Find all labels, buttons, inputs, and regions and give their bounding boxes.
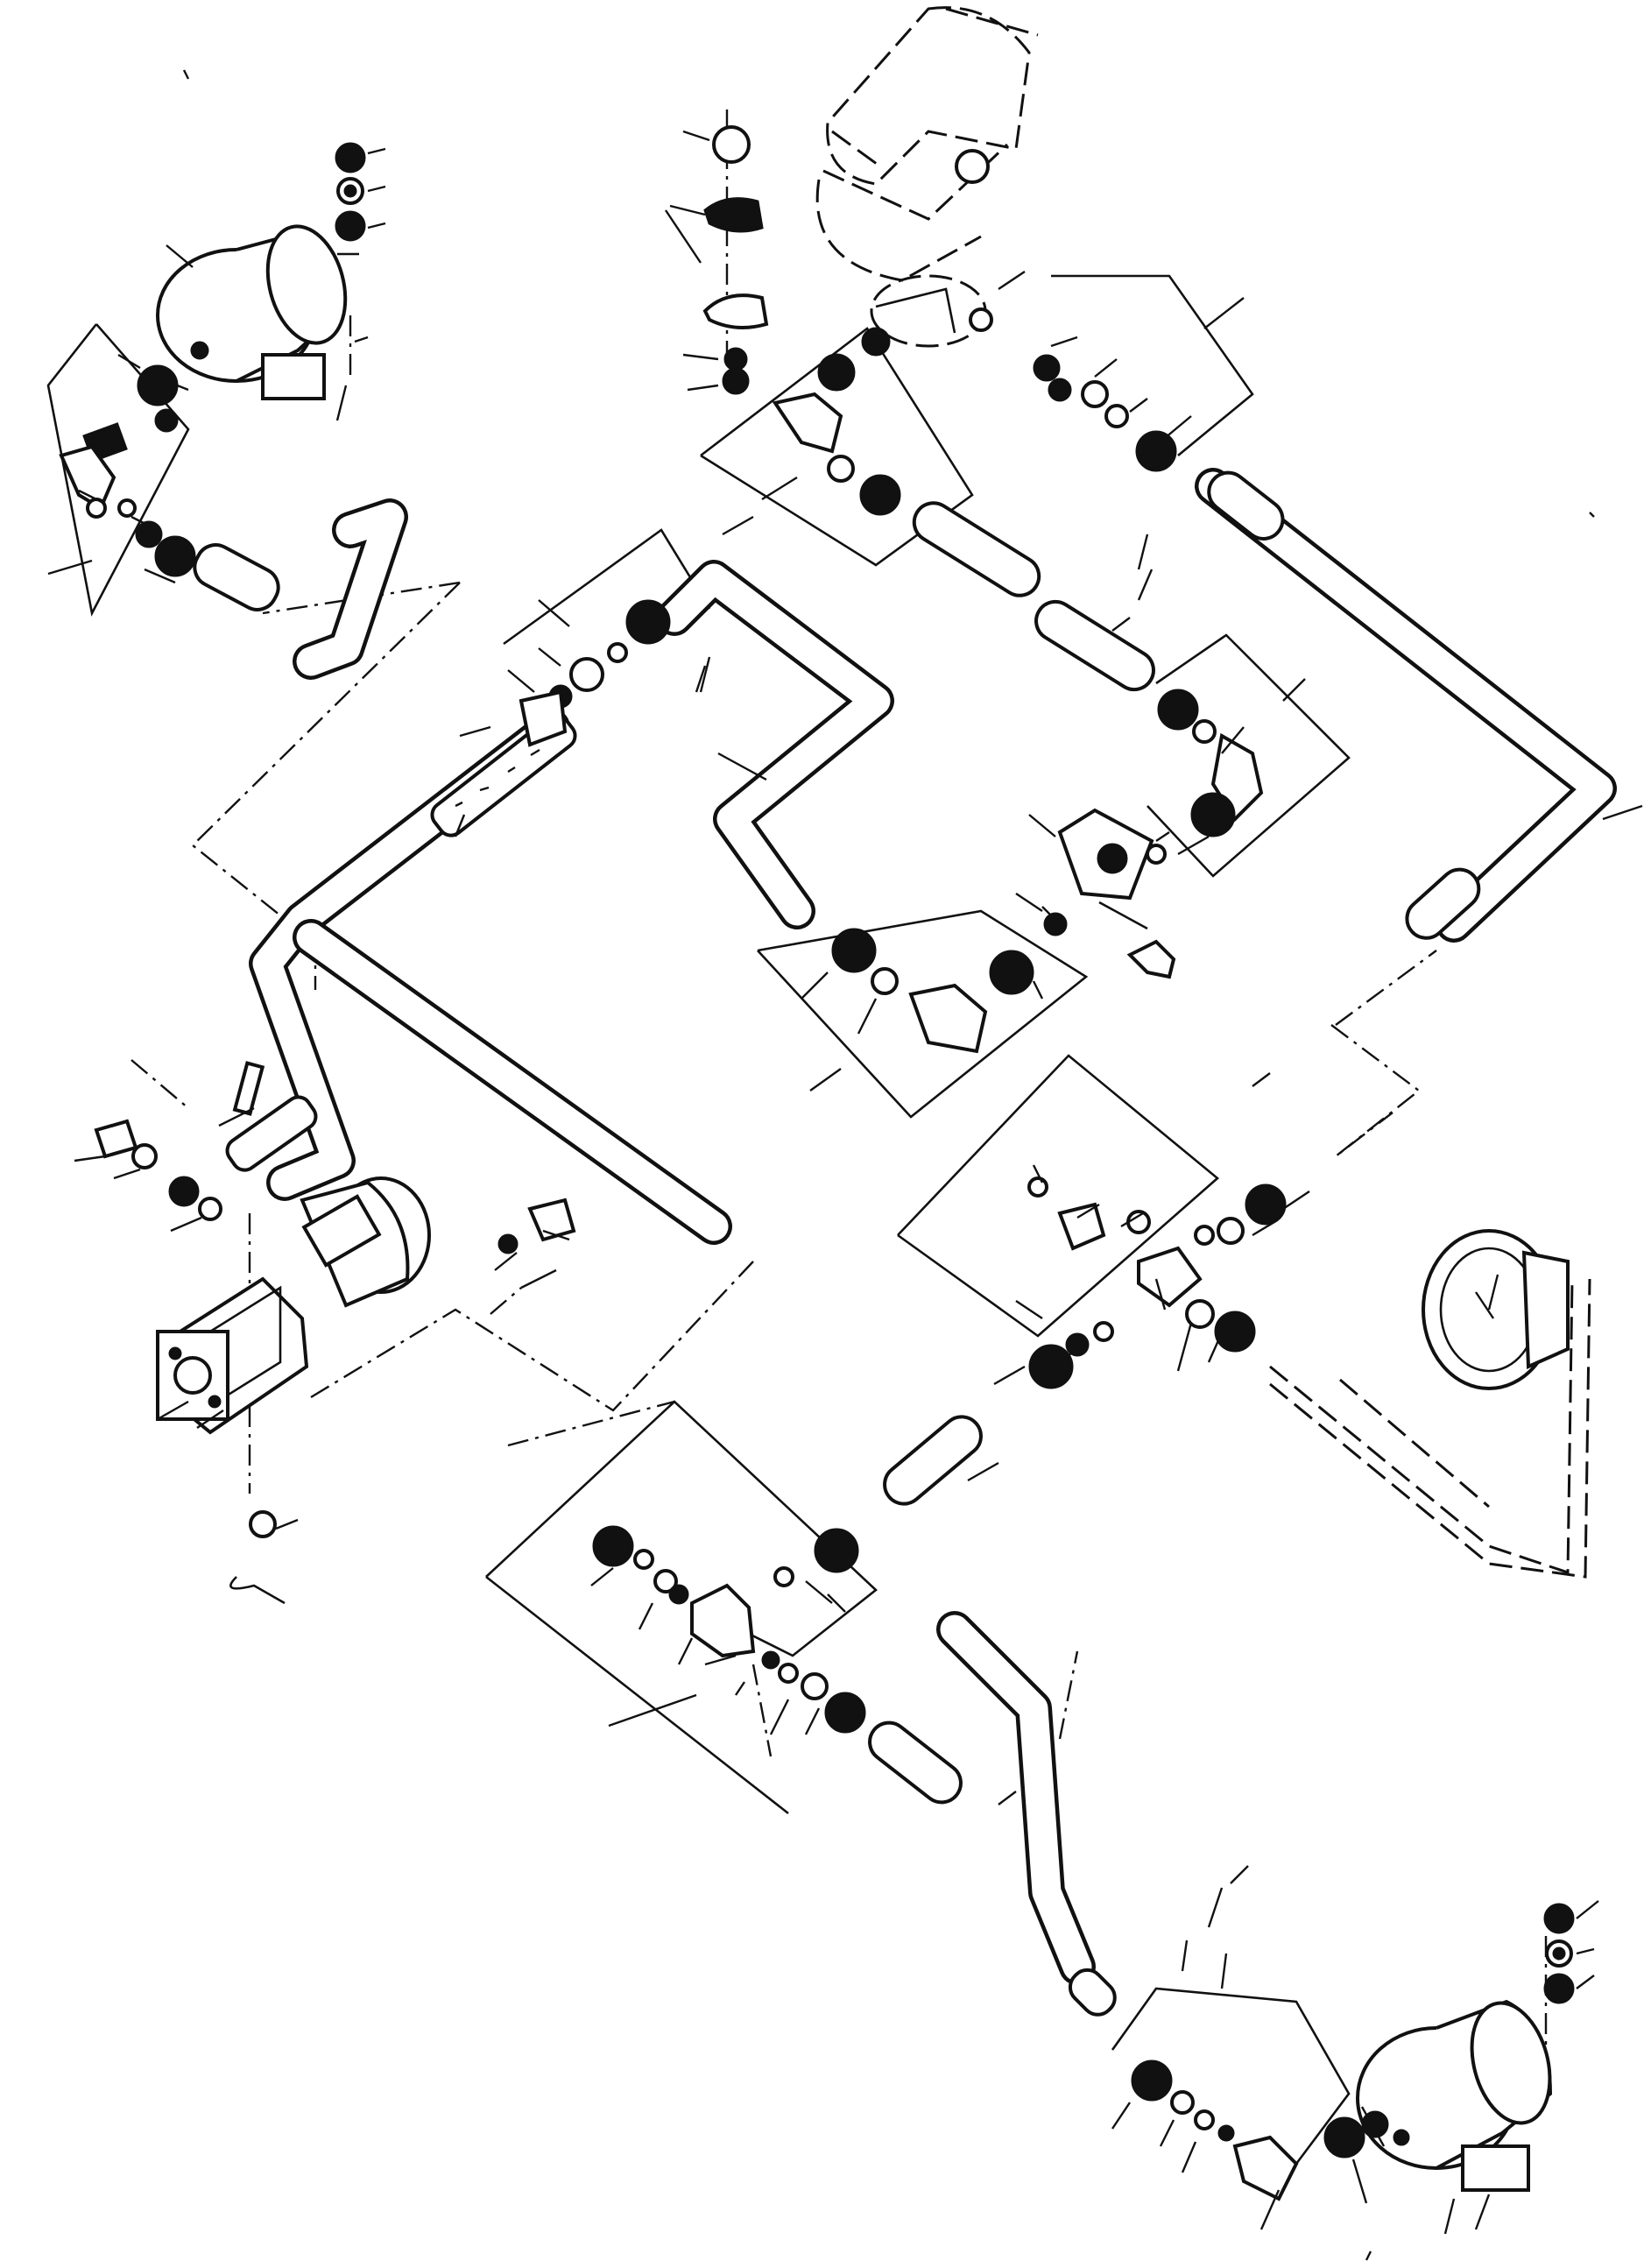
pipe-clamp	[702, 125, 769, 395]
dash-leader-1	[191, 582, 461, 934]
tube-segment-4	[1207, 470, 1285, 541]
flexible-hose-lower	[225, 1095, 318, 1172]
group-box-bottom-tee	[485, 1575, 789, 1815]
tube-segment-1	[193, 543, 280, 611]
top-left-fittings	[59, 364, 196, 577]
master-cylinder	[156, 1061, 431, 1435]
top-left-chamber-fasteners	[335, 142, 366, 242]
dash-leader-2	[262, 581, 461, 615]
mid-upper-fittings	[519, 599, 671, 747]
bottom-right-chamber-fasteners	[1543, 1903, 1575, 2004]
group-box-mid-lower	[757, 909, 1089, 1119]
dash-mini-2	[751, 1664, 773, 1757]
dash-leader-5	[507, 1400, 675, 1447]
group-box-bottom-right	[1111, 1987, 1351, 2165]
group-box-right-valve	[1147, 633, 1351, 878]
master-cylinder-fasteners	[94, 1119, 576, 1605]
bottom-right-fittings	[1131, 2060, 1389, 2201]
dash-leader-4	[310, 1261, 754, 1412]
group-box-tee-lower	[485, 1400, 878, 1657]
gauge-ghost-line	[1269, 1278, 1591, 1579]
tube-segment-5	[1405, 867, 1481, 940]
group-outlines	[46, 110, 1548, 2165]
dash-leader-3	[131, 1059, 189, 1109]
flexible-hose-upper	[430, 713, 577, 837]
pressure-gauge	[1422, 1229, 1570, 1390]
tube-segments	[193, 470, 1481, 2017]
tee-lower-fittings	[592, 1525, 866, 1734]
right-valve-fittings	[1043, 689, 1264, 979]
dash-mini	[490, 1287, 522, 1315]
hose-texture	[455, 748, 540, 808]
brake-chamber-top-left	[156, 224, 369, 421]
callout-leaders	[47, 69, 1643, 2261]
tube-segment-7	[868, 1720, 963, 1805]
rigid-pipes	[249, 468, 1617, 1985]
group-box-tee-upper	[897, 1054, 1220, 1338]
mid-lower-fittings	[831, 928, 1034, 1054]
dash-leader-8	[1058, 1650, 1079, 1740]
brake-chamber-bottom-right	[1356, 1999, 1553, 2192]
dash-leader-6	[1330, 1024, 1421, 1157]
tube-segment-6	[883, 1415, 983, 1506]
group-box-top-right	[700, 327, 974, 567]
brake-pedal	[815, 6, 1039, 348]
tube-segment-3	[1034, 599, 1155, 692]
dash-leader-7	[1335, 950, 1437, 1026]
tube-segment-2	[912, 501, 1041, 597]
top-right-fittings	[772, 307, 1177, 516]
group-box-top-right-2	[1051, 274, 1254, 457]
tube-segment-8	[1068, 1968, 1117, 2017]
